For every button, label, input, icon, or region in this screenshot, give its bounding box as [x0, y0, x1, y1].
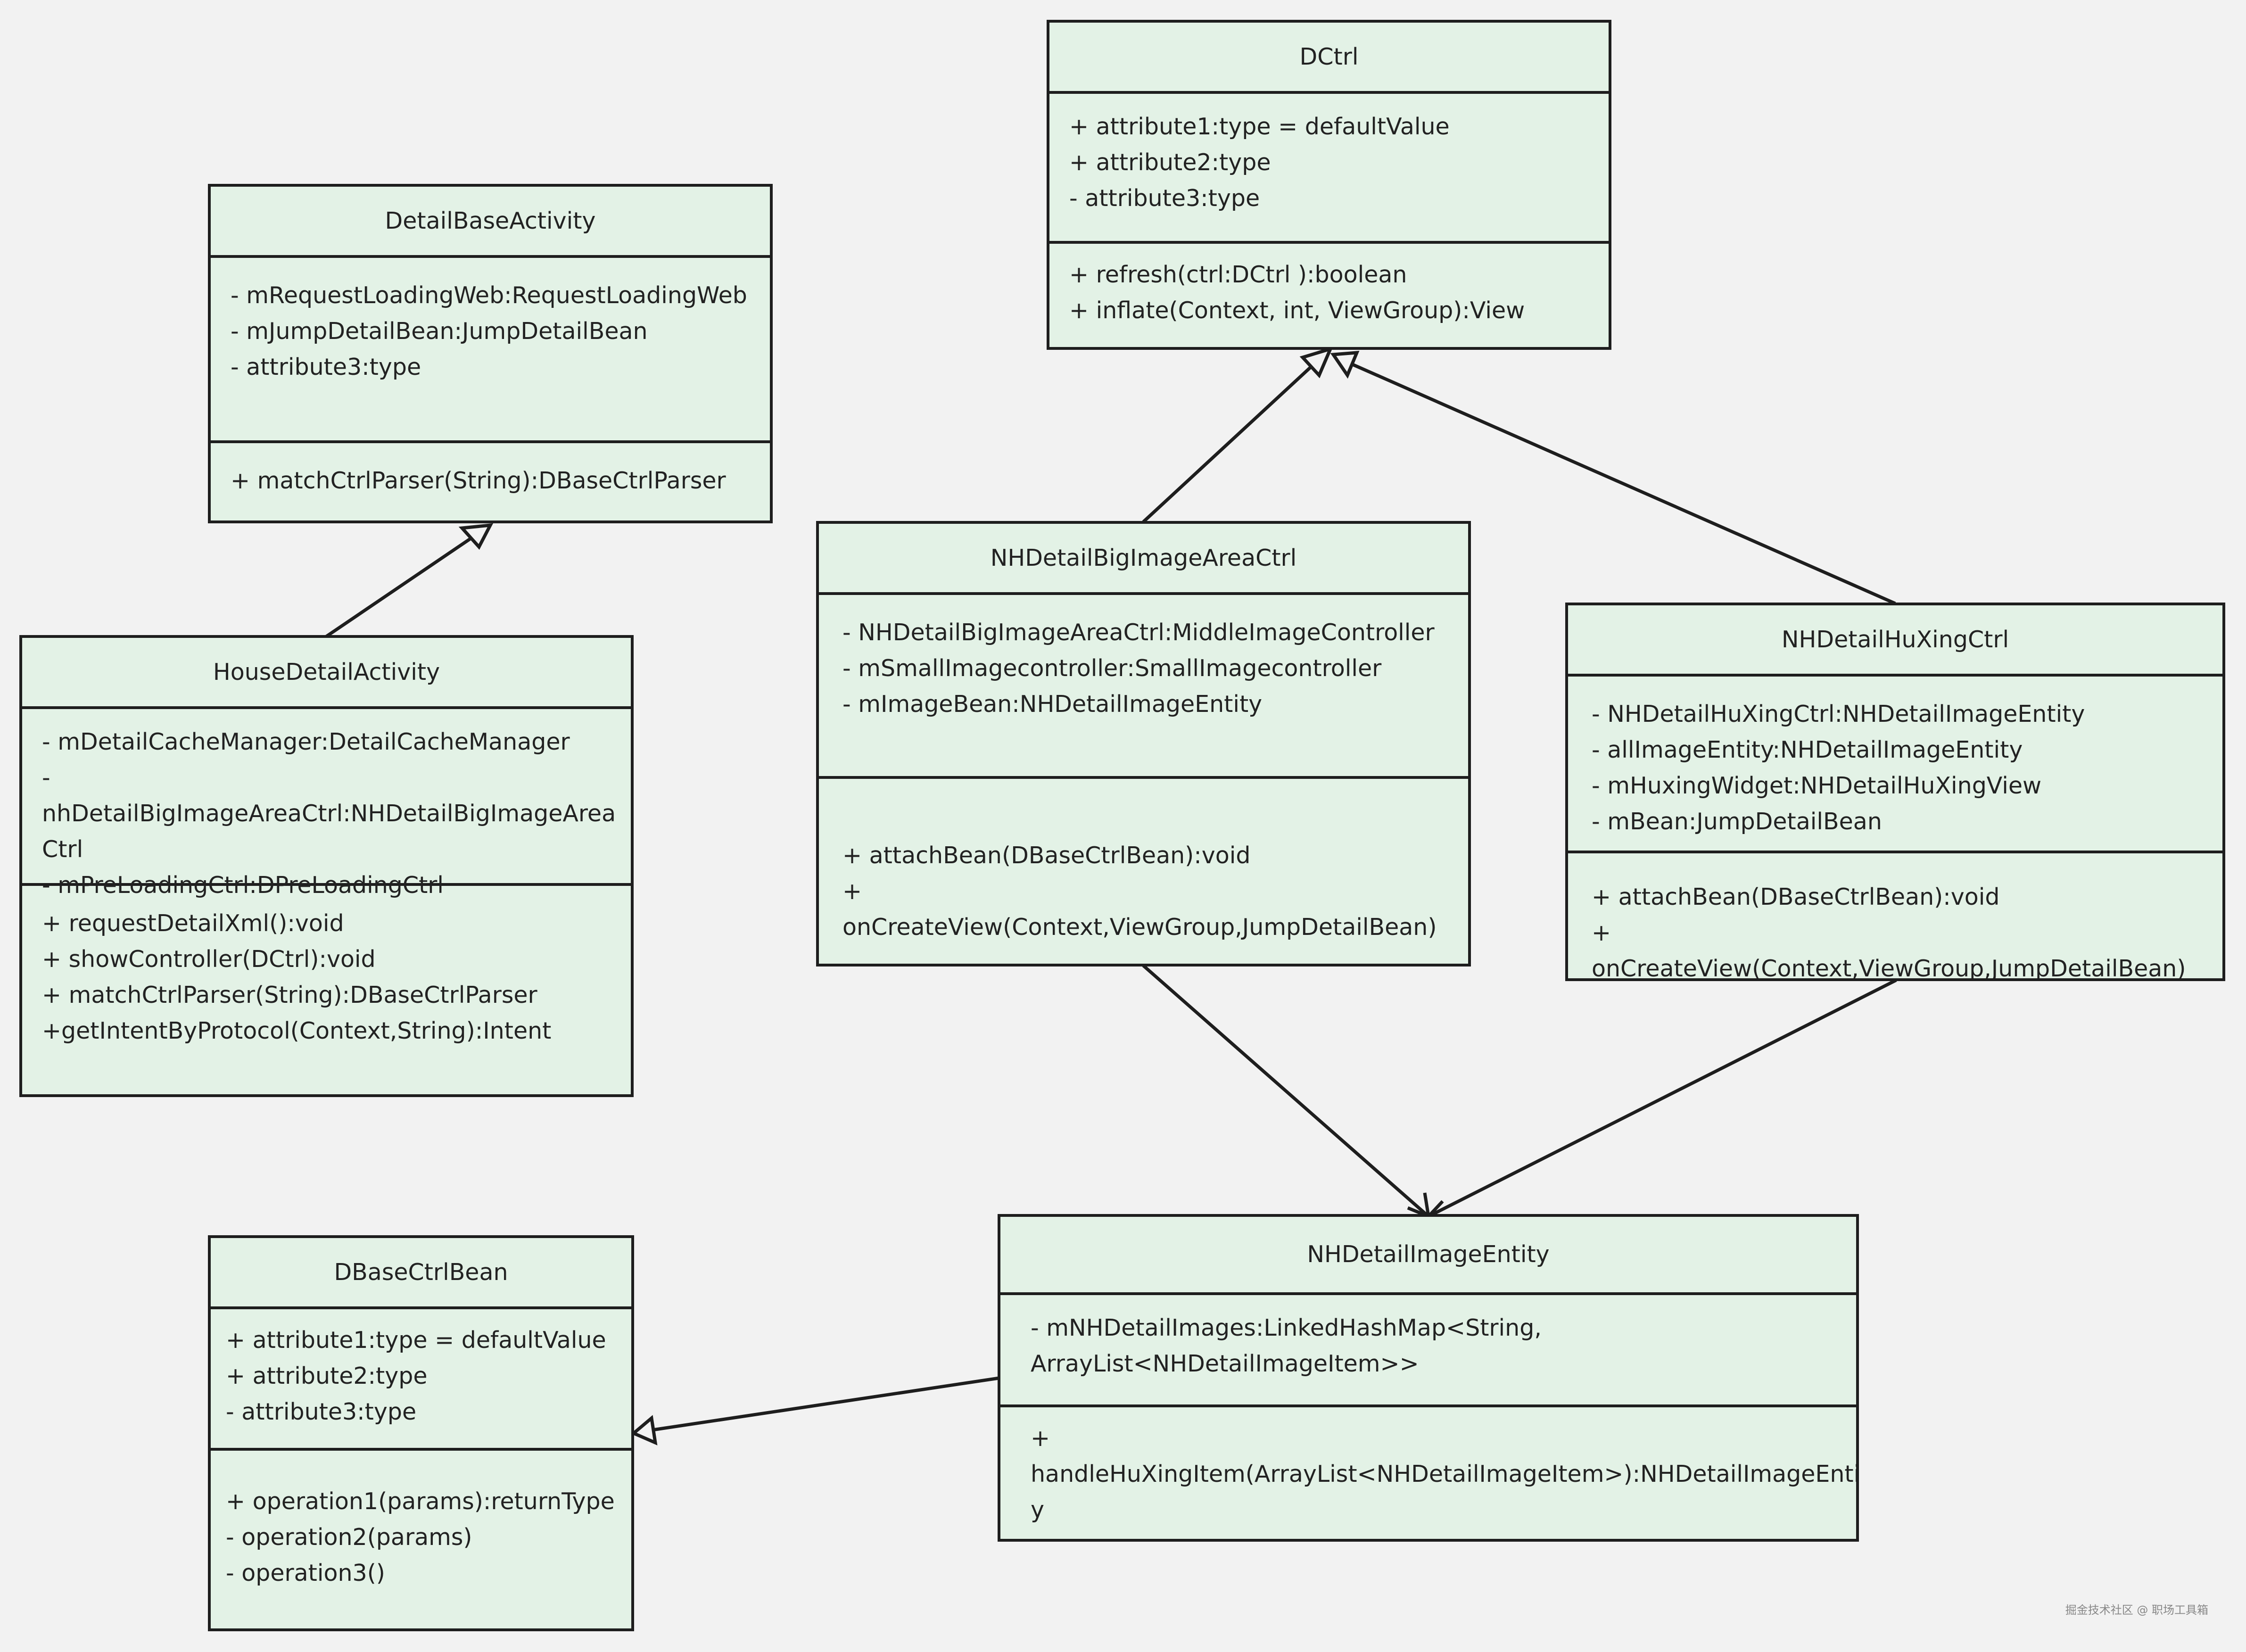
class-dctrl-attributes: + attribute1:type = defaultValue + attri…	[1049, 94, 1609, 244]
class-nh-big-image-area-ctrl[interactable]: NHDetailBigImageAreaCtrl - NHDetailBigIm…	[816, 521, 1471, 966]
attribute: - mJumpDetailBean:JumpDetailBean	[231, 318, 648, 345]
edge-bigimage-to-dctrl	[1142, 359, 1319, 523]
class-nh-big-image-area-ctrl-attributes: - NHDetailBigImageAreaCtrl:MiddleImageCo…	[819, 595, 1468, 779]
operation: + matchCtrlParser(String):DBaseCtrlParse…	[231, 467, 726, 494]
class-dbase-ctrl-bean[interactable]: DBaseCtrlBean + attribute1:type = defaul…	[208, 1235, 634, 1631]
attribute: - attribute3:type	[231, 354, 421, 380]
attribute: - mNHDetailImages:LinkedHashMap<String,	[1031, 1314, 1542, 1341]
class-nh-big-image-area-ctrl-operations: + attachBean(DBaseCtrlBean):void + onCre…	[819, 779, 1468, 964]
class-nh-huxing-ctrl-name: NHDetailHuXingCtrl	[1568, 605, 2222, 677]
attribute: + attribute2:type	[1069, 149, 1271, 176]
attribute: - NHDetailBigImageAreaCtrl:MiddleImageCo…	[842, 619, 1435, 646]
operation: + matchCtrlParser(String):DBaseCtrlParse…	[42, 982, 537, 1008]
attribute: - mDetailCacheManager:DetailCacheManager	[42, 728, 570, 755]
class-nh-huxing-ctrl-operations: + attachBean(DBaseCtrlBean):void + onCre…	[1568, 853, 2222, 981]
attribute: - allImageEntity:NHDetailImageEntity	[1592, 736, 2023, 763]
class-nh-image-entity[interactable]: NHDetailImageEntity - mNHDetailImages:Li…	[998, 1214, 1859, 1542]
attribute: - mSmallImagecontroller:SmallImagecontro…	[842, 655, 1382, 682]
operation: y	[1031, 1496, 1044, 1523]
operation: + onCreateView(Context,ViewGroup,JumpDet…	[842, 878, 1437, 941]
watermark: 掘金技术社区 @ 职场工具箱	[2065, 1603, 2208, 1617]
attribute: Ctrl	[42, 836, 83, 863]
inheritance-arrowhead-dctrl-2	[1330, 351, 1360, 379]
class-nh-huxing-ctrl-attributes: - NHDetailHuXingCtrl:NHDetailImageEntity…	[1568, 677, 2222, 853]
operation: + attachBean(DBaseCtrlBean):void	[842, 842, 1251, 869]
class-house-detail-activity[interactable]: HouseDetailActivity - mDetailCacheManage…	[19, 635, 634, 1097]
class-nh-image-entity-operations: + handleHuXingItem(ArrayList<NHDetailIma…	[1000, 1407, 1856, 1539]
attribute: - mPreLoadingCtrl:DPreLoadingCtrl	[42, 872, 444, 899]
edge-imageentity-to-dbasebean	[652, 1376, 999, 1432]
class-detail-base-activity[interactable]: DetailBaseActivity - mRequestLoadingWeb:…	[208, 184, 773, 523]
operation: + inflate(Context, int, ViewGroup):View	[1069, 297, 1525, 324]
operation: +getIntentByProtocol(Context,String):Int…	[42, 1017, 552, 1044]
attribute: - mRequestLoadingWeb:RequestLoadingWeb	[231, 282, 747, 309]
class-dbase-ctrl-bean-name: DBaseCtrlBean	[211, 1238, 631, 1309]
attribute: + attribute1:type = defaultValue	[1069, 113, 1450, 140]
operation: + showController(DCtrl):void	[42, 946, 376, 973]
edge-bigimage-to-imageentity	[1142, 964, 1430, 1218]
class-nh-huxing-ctrl[interactable]: NHDetailHuXingCtrl - NHDetailHuXingCtrl:…	[1565, 603, 2225, 981]
operation: + refresh(ctrl:DCtrl ):boolean	[1069, 261, 1407, 288]
attribute: - nhDetailBigImageAreaCtrl:NHDetailBigIm…	[42, 764, 616, 827]
class-dbase-ctrl-bean-attributes: + attribute1:type = defaultValue + attri…	[211, 1309, 631, 1451]
operation: + onCreateView(Context,ViewGroup,JumpDet…	[1592, 919, 2186, 981]
class-nh-image-entity-name: NHDetailImageEntity	[1000, 1217, 1856, 1295]
operation: + attachBean(DBaseCtrlBean):void	[1592, 884, 2000, 910]
attribute: + attribute2:type	[226, 1363, 428, 1389]
attribute: - mImageBean:NHDetailImageEntity	[842, 691, 1263, 718]
class-detail-base-activity-operations: + matchCtrlParser(String):DBaseCtrlParse…	[211, 443, 770, 520]
operation: - operation3()	[226, 1560, 385, 1586]
operation: handleHuXingItem(ArrayList<NHDetailImage…	[1031, 1461, 1859, 1487]
edge-house-to-detailbase	[325, 535, 475, 638]
operation: +	[1031, 1425, 1050, 1452]
edge-huxing-to-dctrl	[1348, 361, 1896, 605]
operation: + requestDetailXml():void	[42, 910, 344, 937]
inheritance-arrowhead-dbasebean	[630, 1415, 658, 1446]
class-dctrl-operations: + refresh(ctrl:DCtrl ):boolean + inflate…	[1049, 244, 1609, 347]
inheritance-arrowhead-detailbase	[458, 523, 494, 550]
attribute: - NHDetailHuXingCtrl:NHDetailImageEntity	[1592, 701, 2085, 727]
class-detail-base-activity-name: DetailBaseActivity	[211, 187, 770, 258]
class-house-detail-activity-attributes: - mDetailCacheManager:DetailCacheManager…	[22, 709, 631, 899]
attribute: + attribute1:type = defaultValue	[226, 1327, 606, 1354]
class-nh-big-image-area-ctrl-name: NHDetailBigImageAreaCtrl	[819, 524, 1468, 595]
class-nh-image-entity-attributes: - mNHDetailImages:LinkedHashMap<String, …	[1000, 1295, 1856, 1407]
attribute: - attribute3:type	[226, 1398, 417, 1425]
edge-huxing-to-imageentity	[1428, 978, 1897, 1218]
class-house-detail-activity-operations: + requestDetailXml():void + showControll…	[22, 886, 631, 1094]
class-detail-base-activity-attributes: - mRequestLoadingWeb:RequestLoadingWeb -…	[211, 258, 770, 443]
attribute: - mHuxingWidget:NHDetailHuXingView	[1592, 772, 2042, 799]
operation: + operation1(params):returnType	[226, 1488, 615, 1515]
operation: - operation2(params)	[226, 1524, 472, 1551]
class-dctrl[interactable]: DCtrl + attribute1:type = defaultValue +…	[1047, 20, 1611, 350]
class-house-detail-activity-name: HouseDetailActivity	[22, 638, 631, 709]
attribute: - mBean:JumpDetailBean	[1592, 808, 1882, 835]
attribute: ArrayList<NHDetailImageItem>>	[1031, 1350, 1419, 1377]
attribute: - attribute3:type	[1069, 185, 1260, 212]
inheritance-arrowhead-dctrl-1	[1299, 346, 1334, 379]
class-dctrl-name: DCtrl	[1049, 23, 1609, 94]
class-dbase-ctrl-bean-operations: + operation1(params):returnType - operat…	[211, 1451, 631, 1628]
